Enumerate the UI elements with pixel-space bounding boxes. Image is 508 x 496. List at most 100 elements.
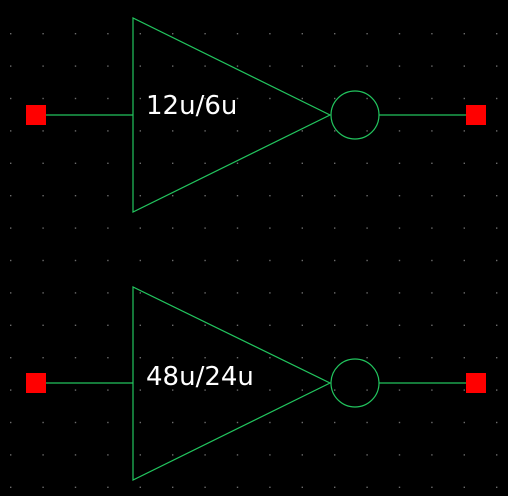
grid-dot: [301, 292, 303, 294]
grid-dot: [74, 227, 77, 229]
grid-dot: [10, 65, 12, 67]
grid-dot: [107, 389, 109, 391]
grid-dot: [301, 486, 303, 488]
grid-dot: [431, 486, 433, 488]
grid-dot: [204, 162, 206, 164]
inverter-1-input-pin[interactable]: [26, 105, 46, 125]
grid-dot: [107, 195, 109, 197]
grid-dot: [42, 421, 44, 424]
grid-dot: [269, 389, 271, 391]
inverter-2-triangle: [132, 286, 332, 481]
grid-dot: [431, 227, 433, 229]
grid-dot: [10, 259, 12, 262]
grid-dot: [204, 486, 206, 488]
grid-dot: [463, 324, 465, 326]
inverter-1-triangle: [132, 17, 332, 213]
grid-dot: [269, 357, 271, 359]
grid-dot: [172, 195, 174, 197]
grid-dot: [301, 97, 303, 100]
grid-dot: [74, 162, 77, 164]
grid-dot: [204, 292, 206, 294]
grid-dot: [236, 33, 239, 35]
inverter-1[interactable]: 12u/6u: [26, 17, 486, 213]
grid-dot: [301, 65, 303, 67]
grid-dot: [139, 292, 141, 294]
grid-dot: [366, 292, 368, 294]
grid-dot: [366, 65, 368, 67]
grid-dot: [42, 324, 44, 326]
inverter-2-input-pin[interactable]: [26, 373, 46, 393]
grid-dot: [431, 292, 433, 294]
grid-dot: [204, 227, 206, 229]
grid-dot: [269, 130, 271, 132]
grid-dot: [107, 421, 109, 424]
grid-dot: [107, 454, 109, 456]
grid-dot: [204, 389, 206, 391]
grid-dot: [269, 454, 271, 456]
grid-dot: [42, 97, 44, 100]
grid-dot: [463, 195, 465, 197]
grid-dot: [10, 33, 12, 35]
grid-dot: [366, 227, 368, 229]
grid-dot: [431, 195, 433, 197]
grid-dot: [463, 421, 465, 424]
grid-dot: [236, 357, 239, 359]
grid-dot: [334, 33, 336, 35]
grid-dot: [269, 97, 271, 100]
grid-dot: [236, 421, 239, 424]
grid-dot: [172, 292, 174, 294]
grid-dot: [431, 389, 433, 391]
grid-dot: [334, 259, 336, 262]
grid-dot: [107, 65, 109, 67]
grid-dot: [301, 259, 303, 262]
grid-dot: [139, 65, 141, 67]
grid-dot: [463, 357, 465, 359]
grid-dot: [236, 486, 239, 488]
grid-dot: [269, 292, 271, 294]
grid-dot: [431, 97, 433, 100]
inverter-2[interactable]: 48u/24u: [26, 286, 486, 481]
grid-dot: [431, 130, 433, 132]
grid-dot: [74, 324, 77, 326]
grid-dot: [398, 389, 401, 391]
grid-dot: [366, 454, 368, 456]
grid-dot: [398, 324, 401, 326]
grid-dot: [269, 324, 271, 326]
inverter-1-output-pin[interactable]: [466, 105, 486, 125]
grid-dot: [301, 421, 303, 424]
grid-dot: [139, 162, 141, 164]
grid-dot: [42, 227, 44, 229]
grid-dot: [301, 130, 303, 132]
grid-dot: [10, 130, 12, 132]
grid-dot: [334, 130, 336, 132]
grid-dot: [10, 324, 12, 326]
grid-dot: [269, 195, 271, 197]
grid-dot: [431, 259, 433, 262]
grid-dot: [398, 97, 401, 100]
grid-dot: [431, 162, 433, 164]
grid-dot: [204, 65, 206, 67]
grid-dot: [463, 162, 465, 164]
grid-dot: [269, 421, 271, 424]
grid-dot: [496, 195, 498, 197]
grid-dot: [334, 357, 336, 359]
grid-dot: [463, 454, 465, 456]
grid-dot: [366, 259, 368, 262]
grid-dot: [301, 227, 303, 229]
grid-dot: [74, 65, 77, 67]
grid-dot: [172, 324, 174, 326]
grid-dot: [10, 227, 12, 229]
grid-dot: [107, 259, 109, 262]
grid-dot: [42, 259, 44, 262]
grid-dot: [431, 421, 433, 424]
grid-dot: [301, 324, 303, 326]
inverter-2-output-pin[interactable]: [466, 373, 486, 393]
grid-dot: [366, 389, 368, 391]
grid-dot: [172, 33, 174, 35]
grid-dot: [366, 486, 368, 488]
grid-dot: [107, 324, 109, 326]
grid-dot: [334, 97, 336, 100]
grid-dot: [204, 97, 206, 100]
grid-dot: [107, 292, 109, 294]
